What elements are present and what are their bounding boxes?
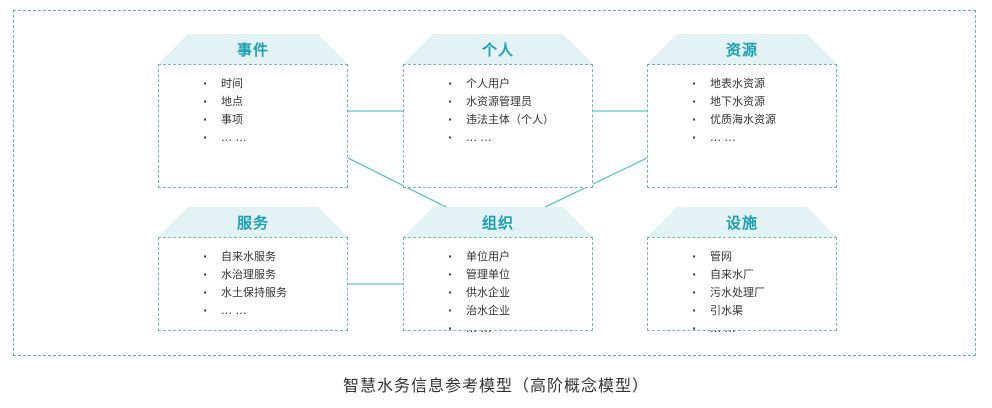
list-item: 个人用户 <box>448 75 592 93</box>
list-item: 自来水服务 <box>203 248 347 266</box>
node-body: 时间 地点 事项 … … <box>158 64 348 188</box>
node-title: 服务 <box>236 214 269 232</box>
node-item-list: 自来水服务 水治理服务 水土保持服务 … … <box>203 248 347 320</box>
diagram-caption: 智慧水务信息参考模型（高阶概念模型） <box>342 376 649 395</box>
node-item-list: 时间 地点 事项 … … <box>203 75 347 147</box>
node-title: 设施 <box>725 214 758 232</box>
list-item: 违法主体（个人） <box>448 111 592 129</box>
list-item: 治水企业 <box>448 302 592 320</box>
node-header-shape <box>403 207 593 237</box>
node-body: 自来水服务 水治理服务 水土保持服务 … … <box>158 237 348 331</box>
list-item: 优质海水资源 <box>692 111 836 129</box>
list-item: … … <box>448 129 592 147</box>
node-header: 个人 <box>403 34 593 64</box>
node-header-shape <box>158 207 348 237</box>
node-item-list: 地表水资源 地下水资源 优质海水资源 … … <box>692 75 836 147</box>
list-item: 水土保持服务 <box>203 284 347 302</box>
node-title: 资源 <box>725 41 758 59</box>
diagram-frame <box>13 10 976 356</box>
node-header: 服务 <box>158 207 348 237</box>
node-body: 单位用户 管理单位 供水企业 治水企业 … … <box>403 237 593 338</box>
node-body: 个人用户 水资源管理员 违法主体（个人） … … <box>403 64 593 188</box>
node-body: 管网 自来水厂 污水处理厂 引水渠 … … <box>647 237 837 338</box>
node-header-shape <box>403 34 593 64</box>
list-item: 水资源管理员 <box>448 93 592 111</box>
node-title: 组织 <box>481 214 514 232</box>
node-header: 设施 <box>647 207 837 237</box>
list-item: 地下水资源 <box>692 93 836 111</box>
node-title: 事件 <box>236 41 269 59</box>
node-header: 资源 <box>647 34 837 64</box>
list-item: … … <box>203 302 347 320</box>
connector-event-organization <box>347 157 453 211</box>
list-item: … … <box>448 320 592 338</box>
list-item: 时间 <box>203 75 347 93</box>
list-item: 单位用户 <box>448 248 592 266</box>
node-item-list: 管网 自来水厂 污水处理厂 引水渠 … … <box>692 248 836 338</box>
node-header-shape <box>158 34 348 64</box>
node-header: 组织 <box>403 207 593 237</box>
list-item: … … <box>692 129 836 147</box>
node-header-shape <box>647 207 837 237</box>
list-item: 水治理服务 <box>203 266 347 284</box>
node-body: 地表水资源 地下水资源 优质海水资源 … … <box>647 64 837 188</box>
list-item: … … <box>203 129 347 147</box>
list-item: 引水渠 <box>692 302 836 320</box>
node-item-list: 单位用户 管理单位 供水企业 治水企业 … … <box>448 248 592 338</box>
list-item: 地表水资源 <box>692 75 836 93</box>
list-item: 事项 <box>203 111 347 129</box>
list-item: 供水企业 <box>448 284 592 302</box>
list-item: 管网 <box>692 248 836 266</box>
list-item: 污水处理厂 <box>692 284 836 302</box>
node-header: 事件 <box>158 34 348 64</box>
list-item: 自来水厂 <box>692 266 836 284</box>
list-item: 管理单位 <box>448 266 592 284</box>
node-item-list: 个人用户 水资源管理员 违法主体（个人） … … <box>448 75 592 147</box>
connector-resource-organization <box>538 157 648 211</box>
node-header-shape <box>647 34 837 64</box>
list-item: … … <box>692 320 836 338</box>
list-item: 地点 <box>203 93 347 111</box>
node-title: 个人 <box>481 41 514 59</box>
